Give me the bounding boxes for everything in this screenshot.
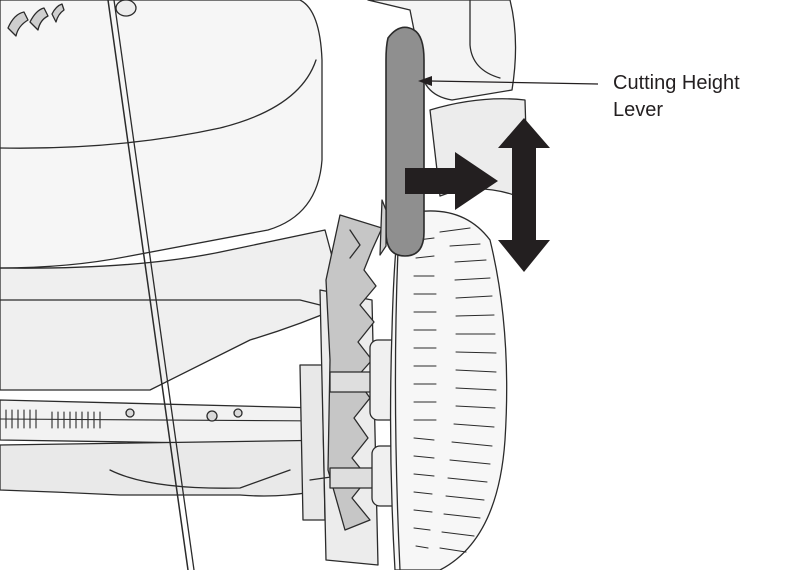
base-curve — [109, 469, 291, 489]
callout-leader — [418, 76, 599, 86]
lever-base — [379, 199, 387, 256]
deck-housing — [0, 0, 323, 269]
chassis-bolts — [125, 408, 243, 422]
cutting-height-lever-label: Cutting Height Lever — [613, 72, 740, 121]
housing-knob — [115, 0, 137, 17]
tire-tread — [413, 227, 497, 553]
housing-seam — [469, 0, 501, 79]
cutting-height-lever — [385, 26, 425, 257]
handle-rod-edge — [113, 0, 195, 571]
vent-slots — [7, 3, 65, 37]
wheel-tire — [389, 210, 508, 571]
arrow-up-down-icon — [498, 118, 550, 272]
wheel-inner-rim — [394, 249, 401, 571]
spring-coil — [0, 409, 331, 429]
deck-skirt — [0, 229, 346, 391]
bracket-plate — [299, 364, 326, 521]
rack-notch — [349, 229, 361, 259]
deck-rim — [0, 59, 317, 149]
arrow-right-icon — [405, 152, 498, 210]
handle-rod — [107, 0, 189, 571]
